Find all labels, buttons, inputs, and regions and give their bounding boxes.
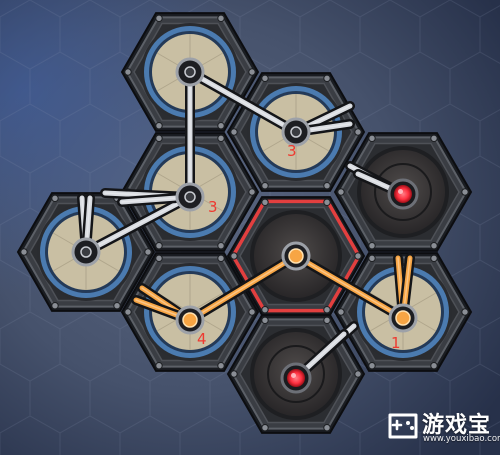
tile-n1-rotor[interactable] xyxy=(120,12,260,132)
joint-n3 xyxy=(175,182,205,212)
target-light-n9 xyxy=(280,362,312,394)
hint-label-n5: 4 xyxy=(197,330,207,348)
joint-n6 xyxy=(281,241,311,271)
link-n1-n2 xyxy=(185,67,301,137)
target-light-n8 xyxy=(387,178,419,210)
joint-n4 xyxy=(71,237,101,267)
gamepad-icon xyxy=(388,413,418,439)
link-n6-n5 xyxy=(185,251,301,325)
joint-n2 xyxy=(281,117,311,147)
joint-n7 xyxy=(388,303,418,333)
hint-label-n2: 3 xyxy=(287,142,297,160)
watermark-url: www.youxibao.com xyxy=(423,434,500,444)
link-n6-n7 xyxy=(291,251,408,323)
hint-label-n7: 1 xyxy=(391,334,401,352)
hint-label-n3: 3 xyxy=(208,198,218,216)
watermark-name: 游戏宝 xyxy=(422,413,492,438)
joint-n1 xyxy=(175,57,205,87)
watermark: 游戏宝 www.youxibao.com xyxy=(386,405,500,449)
joint-n5 xyxy=(175,305,205,335)
link-n3-n4 xyxy=(81,192,195,257)
